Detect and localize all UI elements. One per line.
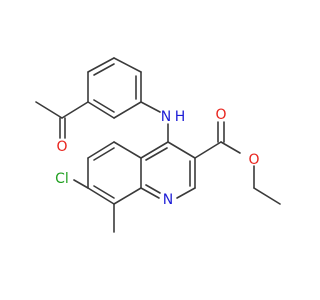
bond: [87, 141, 115, 159]
bond: [113, 141, 142, 159]
bond: [113, 57, 142, 73]
bond: [93, 147, 115, 161]
bond: [145, 147, 168, 161]
bond: [87, 101, 115, 119]
bond: [87, 57, 115, 73]
bond: [73, 179, 89, 189]
bond: [113, 187, 142, 205]
nitrogen-ring-label: N: [163, 192, 173, 208]
bond: [93, 99, 115, 113]
nitrogen-amine-label: N: [161, 109, 171, 125]
bond: [140, 141, 169, 159]
bond: [145, 184, 161, 194]
bond: [93, 185, 115, 199]
bond: [87, 187, 115, 205]
bond: [220, 141, 241, 154]
bond: [253, 187, 281, 205]
bond: [93, 63, 115, 76]
bond: [61, 101, 89, 119]
bond: [167, 141, 196, 159]
molecule-canvas: O N H O O Cl N: [35, 57, 281, 233]
bond: [194, 141, 222, 159]
oxygen-ester-label: O: [248, 152, 259, 168]
structure-diagram: O N H O O Cl N: [35, 57, 281, 233]
bond: [140, 187, 160, 199]
oxygen-carbonyl-label: O: [215, 107, 226, 123]
oxygen-ketone-label: O: [56, 139, 67, 155]
hydrogen-amine-label: H: [175, 109, 186, 125]
atom-labels: O N H O O Cl N: [55, 107, 259, 208]
chlorine-label: Cl: [55, 171, 69, 187]
bond: [176, 187, 196, 199]
bond: [140, 101, 161, 113]
bond: [113, 101, 142, 119]
bond: [35, 101, 63, 119]
bonds: [35, 57, 281, 233]
